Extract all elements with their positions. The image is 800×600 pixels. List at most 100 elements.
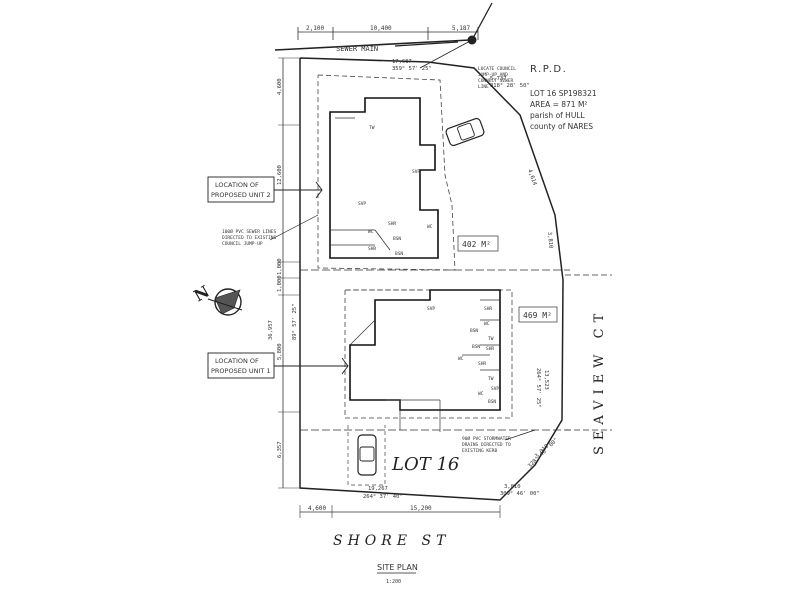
bottom-length: 19,267 bbox=[368, 486, 388, 492]
sewer-note-2: DIRECTED TO EXISTING bbox=[222, 235, 276, 241]
unit-2-area-box bbox=[457, 235, 499, 252]
stormwater-note: 90Ø PVC STORMWATER DRAINS DIRECTED TO EX… bbox=[462, 429, 536, 454]
arc-a: 4,614 bbox=[526, 169, 538, 187]
right-bearing: 264° 57' 25" bbox=[535, 368, 541, 408]
plan-title: SITE PLAN bbox=[377, 563, 418, 572]
street-seaview: SEAVIEW CT bbox=[592, 308, 607, 455]
dim-side-f: 6,357 bbox=[277, 441, 283, 458]
dim-bottom-right: 15,200 bbox=[410, 505, 432, 512]
fitting-label: BSN bbox=[488, 399, 496, 405]
dim-top-mid: 10,400 bbox=[370, 25, 392, 32]
dim-total-left: 36,957 bbox=[268, 320, 274, 340]
unit-2-callout-line-2: PROPOSED UNIT 2 bbox=[211, 191, 271, 199]
unit-2-area: 402 M² bbox=[462, 240, 491, 249]
unit-1-fittings: SVP SHR WC BSN TW BSN SHR WC SHR TW SVP … bbox=[427, 306, 499, 405]
unit-1-callout-line-1: LOCATION OF bbox=[215, 357, 259, 365]
unit-1-area: 469 M² bbox=[523, 311, 552, 320]
top-dimensions: 2,100 10,400 5,187 bbox=[297, 25, 479, 40]
council-note: LOCATE COUNCIL JUMP-UP AND CONNECT SEWER… bbox=[478, 66, 516, 90]
lot-label: LOT 16 bbox=[391, 454, 459, 475]
council-note-4: LINE bbox=[478, 84, 489, 90]
left-bearing: 89° 57' 25" bbox=[292, 304, 298, 340]
lot-boundary bbox=[299, 57, 564, 501]
bottom-bearing: 264° 37' 40" bbox=[363, 494, 403, 500]
fitting-label: SHR bbox=[478, 361, 486, 367]
unit-1-building bbox=[349, 289, 501, 432]
rpd-line-2: AREA = 871 M² bbox=[530, 100, 587, 109]
arc-b: 3,810 bbox=[546, 232, 553, 249]
sewer-note-1: 100Ø PVC SEWER LINES bbox=[222, 228, 276, 235]
left-dimensions: 4,600 12,600 1,000 1,000 5,800 6,357 36,… bbox=[268, 57, 300, 489]
fitting-label: SVP bbox=[412, 169, 420, 175]
unit-1-area-box bbox=[518, 306, 558, 323]
fitting-label: TW bbox=[369, 125, 375, 131]
street-shore: SHORE ST bbox=[333, 533, 450, 549]
dim-side-e: 5,800 bbox=[277, 343, 283, 360]
plan-scale: 1:200 bbox=[386, 579, 401, 585]
right-length: 13,523 bbox=[543, 370, 549, 390]
street-alignment-lines bbox=[300, 269, 612, 431]
council-note-2: JUMP-UP AND bbox=[478, 72, 508, 78]
storm-note-1: 90Ø PVC STORMWATER bbox=[462, 435, 511, 442]
sewer-note: 100Ø PVC SEWER LINES DIRECTED TO EXISTIN… bbox=[222, 214, 319, 247]
car-icon bbox=[357, 434, 377, 476]
fitting-label: WC bbox=[458, 356, 464, 362]
fitting-label: SHR bbox=[368, 246, 376, 252]
fitting-label: SHR bbox=[388, 221, 396, 227]
dim-top-left: 2,100 bbox=[306, 25, 324, 32]
dim-side-d: 1,000 bbox=[277, 275, 283, 292]
unit-1-setback bbox=[344, 289, 513, 419]
council-note-3: CONNECT SEWER bbox=[478, 78, 514, 84]
fitting-label: WC bbox=[484, 321, 490, 327]
unit-2-callout-line-1: LOCATION OF bbox=[215, 181, 259, 189]
fitting-label: TW bbox=[488, 336, 494, 342]
unit-2-building bbox=[329, 97, 439, 259]
fitting-label: WC bbox=[368, 229, 374, 235]
fitting-label: BSN bbox=[393, 236, 401, 242]
council-note-1: LOCATE COUNCIL bbox=[478, 66, 516, 72]
arc-d-bearing: 309° 46' 00" bbox=[500, 491, 540, 497]
fitting-label: WC bbox=[427, 224, 433, 230]
rpd-line-3: parish of HULL bbox=[530, 111, 585, 120]
north-arrow-icon: N bbox=[191, 282, 243, 316]
dim-bottom-left: 4,600 bbox=[308, 505, 326, 512]
fitting-label: BSN bbox=[472, 344, 480, 350]
fitting-label: BSN bbox=[395, 251, 403, 257]
fitting-label: WC bbox=[478, 391, 484, 397]
arc-d: 3,010 bbox=[504, 484, 521, 490]
fitting-label: TW bbox=[488, 376, 494, 382]
unit-2-fittings: TW SVP SHR WC BSN SHR BSN SVP WC bbox=[358, 125, 433, 257]
fitting-label: SHR bbox=[486, 346, 494, 352]
corner-length: 5,737 bbox=[490, 76, 507, 82]
fitting-label: SVP bbox=[427, 306, 435, 312]
storm-note-3: EXISTING KERB bbox=[462, 448, 498, 454]
plan-title-block: SITE PLAN 1:200 bbox=[377, 563, 418, 585]
bottom-dimensions: 4,600 15,200 bbox=[299, 505, 501, 518]
council-jump-up bbox=[419, 2, 493, 69]
rpd-line-1: LOT 16 SP198321 bbox=[530, 89, 597, 98]
top-bearing: 359° 57' 25" bbox=[392, 66, 432, 72]
unit-2-setback bbox=[317, 74, 456, 271]
storm-note-2: DRAINS DIRECTED TO bbox=[462, 442, 511, 448]
unit-1-callout-line-2: PROPOSED UNIT 1 bbox=[211, 367, 271, 375]
car-icon bbox=[445, 117, 485, 147]
fitting-label: SVP bbox=[491, 386, 499, 392]
top-length: 17,687 bbox=[392, 59, 412, 65]
fitting-label: SHR bbox=[484, 306, 492, 312]
sewer-note-3: COUNCIL JUMP-UP bbox=[222, 241, 263, 247]
driveway-outline bbox=[347, 425, 386, 486]
dim-side-a: 4,600 bbox=[277, 78, 283, 95]
dim-top-right: 5,187 bbox=[452, 25, 470, 32]
sewer-main-label: SEWER MAIN bbox=[336, 45, 378, 53]
dim-side-b: 12,600 bbox=[277, 165, 283, 185]
unit-2-callout: LOCATION OF PROPOSED UNIT 2 bbox=[207, 176, 323, 203]
rpd-block: R.P.D. LOT 16 SP198321 AREA = 871 M² par… bbox=[530, 64, 597, 131]
unit-1-callout: LOCATION OF PROPOSED UNIT 1 bbox=[207, 352, 349, 379]
corner-bearing: 318° 28' 50" bbox=[490, 83, 530, 89]
dim-side-c: 1,000 bbox=[277, 258, 283, 275]
fitting-label: SVP bbox=[358, 201, 366, 207]
rpd-line-4: county of NARES bbox=[530, 122, 593, 131]
rpd-heading: R.P.D. bbox=[530, 64, 567, 75]
fitting-label: BSN bbox=[470, 328, 478, 334]
